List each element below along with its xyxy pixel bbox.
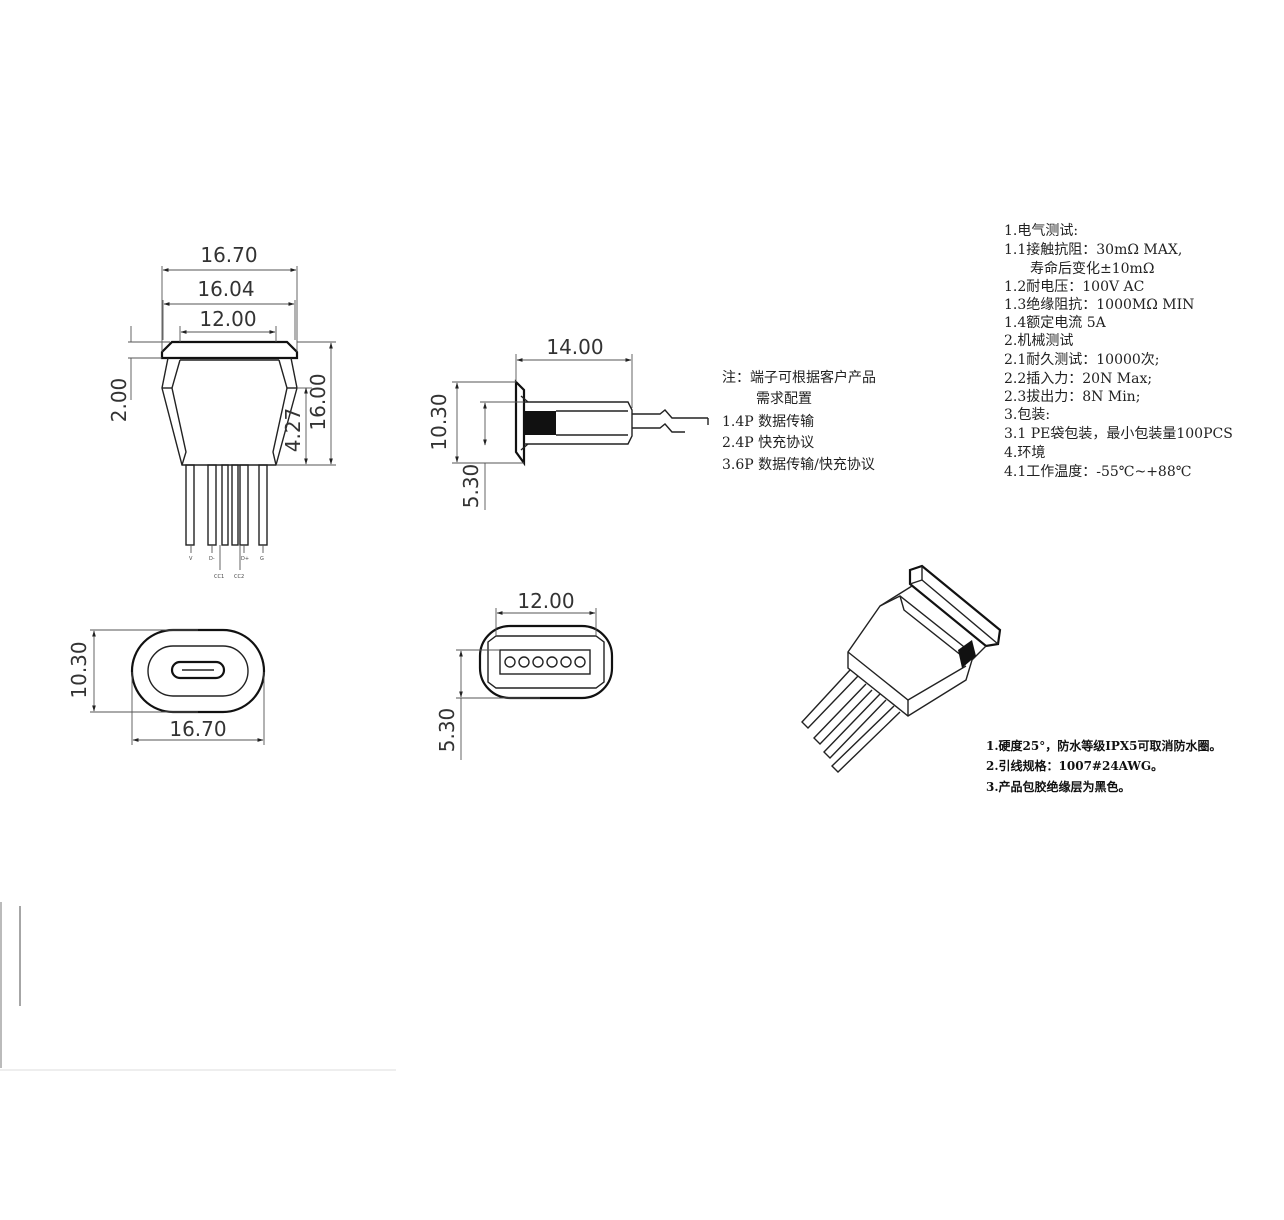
- dim-5-30-pin: 5.30: [435, 649, 540, 760]
- spec-note-line: 1.2耐电压：100V AC: [1004, 279, 1144, 295]
- spec-note-line: 4.环境: [1004, 445, 1045, 461]
- dim-12-00-pin: 12.00: [495, 589, 597, 636]
- dim-16-70-end: 16.70: [131, 672, 265, 745]
- pin-view-contacts: [504, 656, 586, 668]
- dim-2-00: 2.00: [107, 326, 170, 422]
- dim-label: 14.00: [546, 335, 603, 359]
- spec-note-line: 1.电气测试:: [1004, 223, 1078, 239]
- product-note-line: 3.产品包胶绝缘层为黑色。: [986, 779, 1131, 794]
- dim-label: 12.00: [517, 589, 574, 613]
- config-note-line: 注：端子可根据客户产品: [722, 369, 876, 386]
- side-view-body: [514, 379, 633, 467]
- dim-4-27: 4.27: [276, 387, 336, 466]
- config-note-line: 需求配置: [756, 391, 812, 407]
- spec-note-line: 2.1耐久测试：10000次;: [1004, 352, 1160, 368]
- dim-label: 5.30: [435, 708, 459, 753]
- dim-14-00: 14.00: [515, 335, 633, 408]
- front-view: V D- D+ G CC1 CC2 16.70 16.04 12.00: [107, 243, 336, 580]
- spec-note-line: 4.1工作温度：-55℃~+88℃: [1004, 464, 1191, 480]
- pin-label-cc2: CC2: [234, 574, 244, 580]
- dim-label: 2.00: [107, 378, 131, 423]
- dim-label: 5.30: [459, 464, 483, 509]
- spec-note-line: 2.3拔出力：8N Min;: [1004, 389, 1140, 405]
- spec-note-line: 1.3绝缘阻抗：1000MΩ MIN: [1004, 297, 1194, 313]
- config-notes: 注：端子可根据客户产品 需求配置 1.4P 数据传输 2.4P 快充协议 3.6…: [722, 369, 876, 473]
- config-note-line: 1.4P 数据传输: [722, 414, 814, 430]
- pin-label-g: G: [260, 556, 264, 562]
- product-note-line: 2.引线规格：1007#24AWG。: [986, 758, 1163, 773]
- spec-note-line: 1.1接触抗阻：30mΩ MAX,: [1004, 241, 1182, 258]
- dim-label: 10.30: [67, 641, 91, 698]
- dim-10-30-end: 10.30: [67, 629, 198, 713]
- dim-label: 16.70: [200, 243, 257, 267]
- pin-label-cc1: CC1: [214, 574, 224, 580]
- pin-view: 12.00 5.30: [435, 589, 614, 760]
- dim-label: 12.00: [199, 307, 256, 331]
- side-view: 14.00 10.30 5.30: [427, 335, 709, 510]
- product-note-line: 1.硬度25°，防水等级IPX5可取消防水圈。: [986, 738, 1222, 753]
- config-note-line: 2.4P 快充协议: [722, 435, 814, 451]
- dim-label: 16.70: [169, 717, 226, 741]
- dim-16-04: 16.04: [162, 277, 296, 340]
- spec-note-line: 2.2插入力：20N Max;: [1004, 371, 1152, 387]
- end-view: 10.30 16.70: [67, 628, 266, 745]
- spec-notes: 1.电气测试: 1.1接触抗阻：30mΩ MAX, 寿命后变化±10mΩ 1.2…: [1004, 223, 1233, 480]
- spec-note-line: 1.4额定电流 5A: [1004, 315, 1107, 331]
- spec-note-line: 寿命后变化±10mΩ: [1030, 260, 1154, 277]
- front-view-body: [160, 340, 299, 466]
- dim-label: 4.27: [281, 408, 305, 453]
- dim-16-70-front: 16.70: [161, 243, 298, 352]
- config-note-line: 3.6P 数据传输/快充协议: [722, 457, 875, 473]
- isometric-leads: [801, 669, 901, 773]
- isometric-view: [801, 564, 1002, 773]
- spec-note-line: 3.1 PE袋包装，最小包装量100PCS: [1004, 426, 1233, 442]
- front-view-pins: [185, 464, 268, 570]
- side-view-dark-band: [524, 411, 556, 435]
- pin-label-d-plus: D+: [241, 556, 249, 562]
- isometric-dark-band: [958, 640, 976, 668]
- dim-10-30-side: 10.30: [427, 381, 524, 464]
- dim-12-00-front: 12.00: [179, 307, 277, 342]
- page-edge-marks: [0, 902, 396, 1071]
- usb-c-port: [170, 660, 226, 680]
- dim-label: 16.04: [197, 277, 254, 301]
- spec-note-line: 2.机械测试: [1004, 333, 1073, 349]
- dim-label: 10.30: [427, 393, 451, 450]
- pin-label-d-minus: D-: [209, 556, 215, 562]
- dim-label: 16.00: [306, 373, 330, 430]
- side-view-wires: [632, 409, 709, 433]
- pin-label-v: V: [189, 556, 193, 562]
- product-notes: 1.硬度25°，防水等级IPX5可取消防水圈。 2.引线规格：1007#24AW…: [986, 738, 1222, 794]
- dim-5-30-side: 5.30: [459, 401, 524, 510]
- dim-16-00: 16.00: [297, 341, 336, 465]
- spec-note-line: 3.包装:: [1004, 407, 1050, 423]
